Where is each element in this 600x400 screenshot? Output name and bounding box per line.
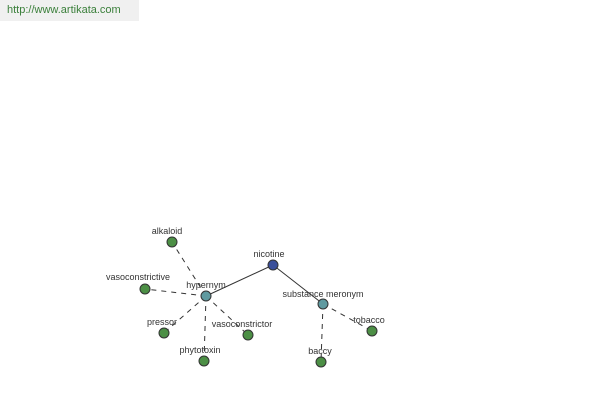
node-label-nicotine[interactable]: nicotine xyxy=(253,249,284,259)
node-tobacco[interactable]: tobacco xyxy=(353,315,385,337)
node-hypernym[interactable]: hypernym xyxy=(186,280,226,302)
edge-hypernym-vasoconstrictor xyxy=(205,295,249,336)
edge-hypernym-pressor xyxy=(163,295,207,334)
node-label-pressor[interactable]: pressor xyxy=(147,317,177,327)
graph-nodes: nicotine hypernym substance meronym alkaloi… xyxy=(106,226,385,368)
graph-edges xyxy=(144,241,373,363)
source-url-banner[interactable]: http://www.artikata.com xyxy=(0,0,139,21)
edge-nicotine-substance-meronym xyxy=(272,264,324,305)
node-baccy[interactable]: baccy xyxy=(308,346,332,368)
node-alkaloid[interactable]: alkaloid xyxy=(152,226,183,248)
node-vasoconstrictive[interactable]: vasoconstrictive xyxy=(106,272,170,295)
node-label-tobacco[interactable]: tobacco xyxy=(353,315,385,325)
node-dot-vasoconstrictive[interactable] xyxy=(139,283,151,295)
node-label-phytotoxin[interactable]: phytotoxin xyxy=(179,345,220,355)
node-label-baccy[interactable]: baccy xyxy=(308,346,332,356)
edge-hypernym-phytotoxin xyxy=(203,295,207,362)
edge-nicotine-hypernym xyxy=(205,264,274,297)
edge-hypernym-vasoconstrictive xyxy=(144,288,207,297)
node-phytotoxin[interactable]: phytotoxin xyxy=(179,345,221,367)
node-dot-vasoconstrictor[interactable] xyxy=(242,329,254,341)
node-dot-pressor[interactable] xyxy=(158,327,170,339)
node-dot-hypernym[interactable] xyxy=(200,290,212,302)
node-dot-phytotoxin[interactable] xyxy=(198,355,210,367)
node-pressor[interactable]: pressor xyxy=(147,317,177,339)
node-dot-nicotine[interactable] xyxy=(267,259,279,271)
node-label-substance-meronym[interactable]: substance meronym xyxy=(282,289,363,299)
node-dot-tobacco[interactable] xyxy=(366,325,378,337)
edge-hypernym-alkaloid xyxy=(171,241,207,297)
node-dot-substance-meronym[interactable] xyxy=(317,298,329,310)
node-vasoconstrictor[interactable]: vasoconstrictor xyxy=(212,319,273,341)
node-dot-alkaloid[interactable] xyxy=(166,236,178,248)
node-label-vasoconstrictor[interactable]: vasoconstrictor xyxy=(212,319,273,329)
node-label-vasoconstrictive[interactable]: vasoconstrictive xyxy=(106,272,170,282)
node-label-hypernym[interactable]: hypernym xyxy=(186,280,226,290)
node-dot-baccy[interactable] xyxy=(315,356,327,368)
node-label-alkaloid[interactable]: alkaloid xyxy=(152,226,183,236)
node-substance-meronym[interactable]: substance meronym xyxy=(282,289,364,310)
node-nicotine[interactable]: nicotine xyxy=(253,249,285,271)
